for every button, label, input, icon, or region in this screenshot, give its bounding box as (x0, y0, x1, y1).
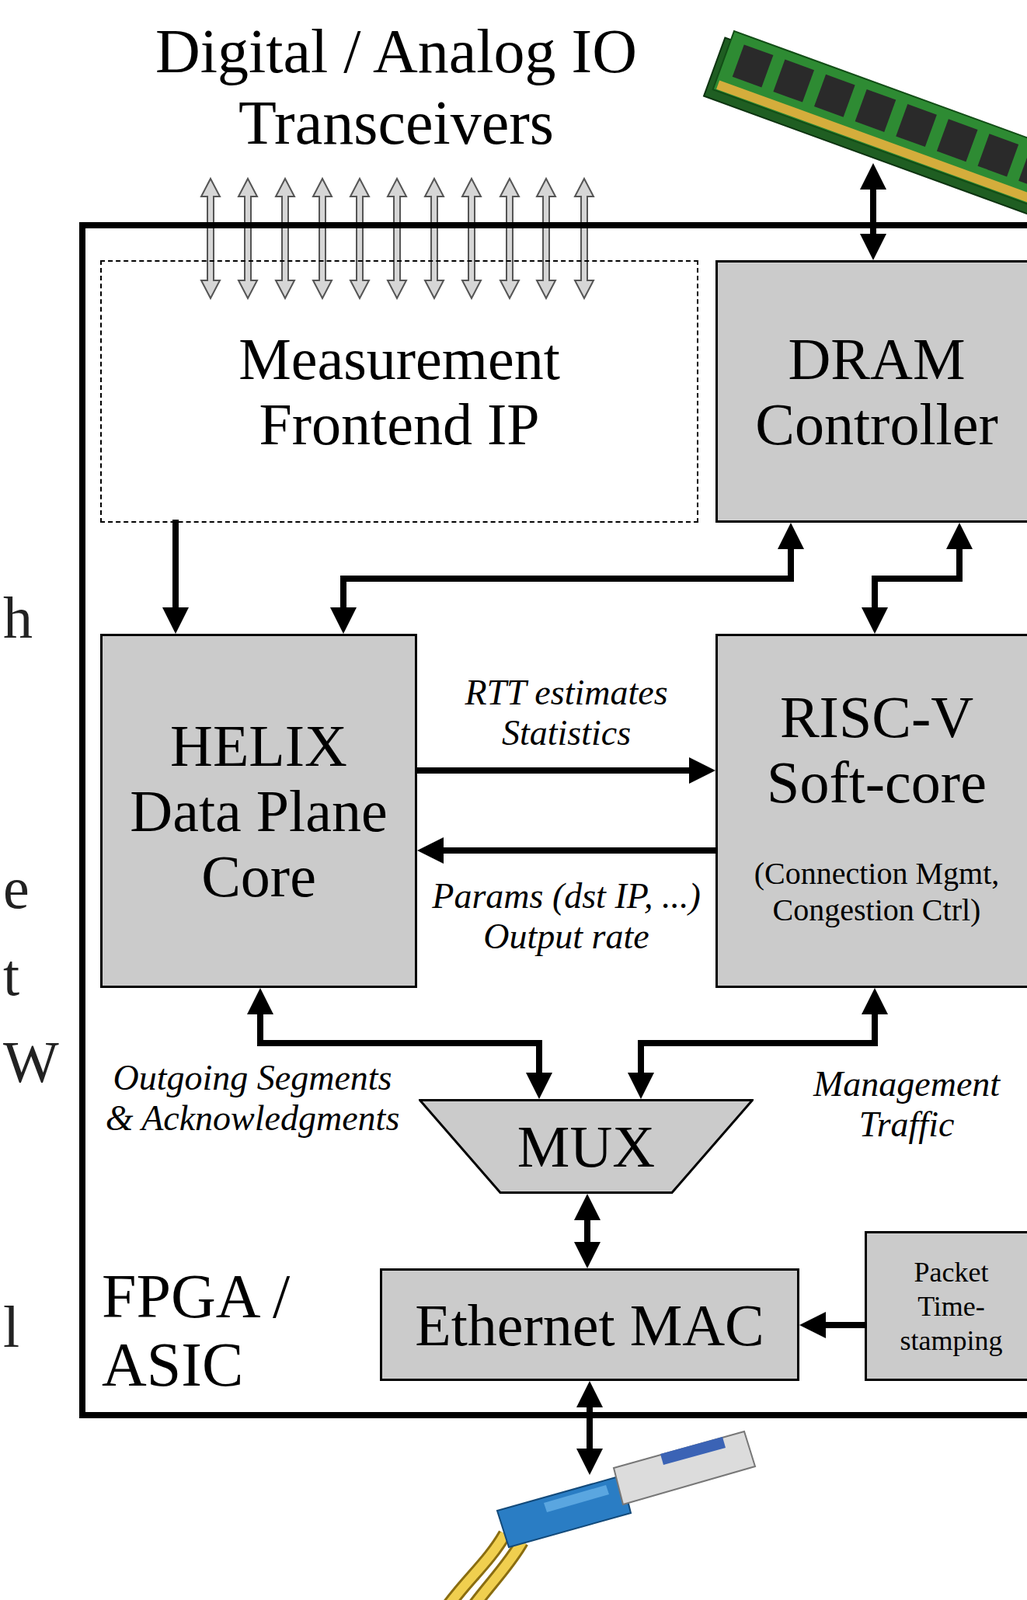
edge-label: RTT estimates Statistics (434, 672, 699, 754)
clipped-letter: W (3, 1032, 60, 1092)
io-arrows (201, 178, 594, 299)
mac-block: Ethernet MAC (379, 1268, 800, 1382)
io-arrow (500, 178, 519, 299)
node-title: Packet Time-stamping (889, 1255, 1014, 1358)
arrow-shaft (442, 847, 716, 854)
timestamping-block: Packet Time-stamping (864, 1231, 1027, 1382)
io-arrow (238, 178, 258, 299)
arrow-head (859, 233, 887, 261)
node-title: FPGA / ASIC (101, 1262, 335, 1400)
connector-latch (543, 1485, 610, 1513)
io-arrow (536, 178, 556, 299)
io-arrow (275, 178, 295, 299)
sfp-module (613, 1431, 756, 1505)
connector-arrow (861, 522, 973, 634)
io-arrow (424, 178, 444, 299)
arrow-head (576, 1381, 603, 1408)
edge-label: Params (dst IP, ...) Output rate (414, 876, 718, 958)
io-arrow (574, 178, 594, 299)
ram-module (703, 28, 1027, 231)
io-arrow (350, 178, 370, 299)
fiber-cable (472, 1542, 523, 1600)
arrow-shaft (172, 522, 179, 610)
node-title: HELIX Data Plane Core (122, 713, 395, 909)
data-plane-core: HELIX Data Plane Core (100, 633, 418, 989)
ram-chip (772, 59, 815, 103)
io-arrow (201, 178, 220, 299)
soft-core-cpu: RISC-V Soft-core (Connection Mgmt, Conges… (715, 633, 1027, 989)
node-title: MUX (517, 1114, 655, 1180)
node-title: Measurement Frontend IP (212, 326, 586, 457)
ram-chip (814, 74, 856, 118)
node-title: DRAM Controller (737, 326, 1017, 457)
ram-pcb (713, 31, 1027, 223)
trapezoid-shape (420, 1100, 753, 1194)
node-title: Ethernet MAC (414, 1292, 765, 1358)
node-subtitle: (Connection Mgmt, Congestion Ctrl) (737, 855, 1017, 929)
clipped-letter: l (3, 1297, 20, 1357)
arrow-shaft (824, 1322, 865, 1329)
memory-controller: DRAM Controller (715, 260, 1027, 523)
chip-boundary: FPGA / ASIC Measurement Frontend IP DRAM C… (79, 222, 1027, 1419)
connector-arrow (162, 522, 189, 634)
arrow-shaft (343, 547, 791, 610)
frontend-ip-block: Measurement Frontend IP (100, 260, 699, 523)
arrow-shaft (417, 767, 691, 774)
multiplexer: MUX (418, 1099, 754, 1195)
io-title: Digital / Analog IO Transceivers (124, 15, 669, 159)
ram-chip (1018, 149, 1027, 192)
arrow-shaft (874, 547, 960, 610)
node-title: RISC-V Soft-core (741, 684, 1014, 815)
io-arrow (313, 178, 332, 299)
ram-chip (855, 89, 897, 133)
sfp-label (660, 1437, 726, 1466)
connector-arrow (330, 522, 805, 634)
io-arrow (387, 178, 407, 299)
edge-label: Outgoing Segments & Acknowledgments (73, 1058, 432, 1139)
ram-chip (732, 44, 774, 88)
clipped-letter: h (3, 588, 33, 648)
arrow-head (576, 1448, 603, 1476)
io-arrow (462, 178, 481, 299)
connector-arrow (417, 757, 716, 784)
connector-arrow (417, 837, 716, 864)
ram-chip (977, 133, 1019, 177)
clipped-letter: t (3, 945, 20, 1005)
memory-link-arrow (859, 163, 887, 261)
ram-chip (895, 104, 937, 147)
lc-connector (497, 1476, 631, 1548)
fiber-cable (472, 1542, 523, 1600)
arrow-shaft (584, 1218, 591, 1244)
edge-label: Management Traffic (790, 1064, 1024, 1146)
ram-chip (936, 118, 979, 162)
sfp-transceiver (446, 1431, 756, 1600)
network-link-arrow (576, 1381, 603, 1476)
arrow-head (859, 163, 887, 190)
connector-arrow (799, 1312, 865, 1339)
clipped-letter: e (3, 858, 30, 918)
connector-arrow (574, 1194, 601, 1269)
